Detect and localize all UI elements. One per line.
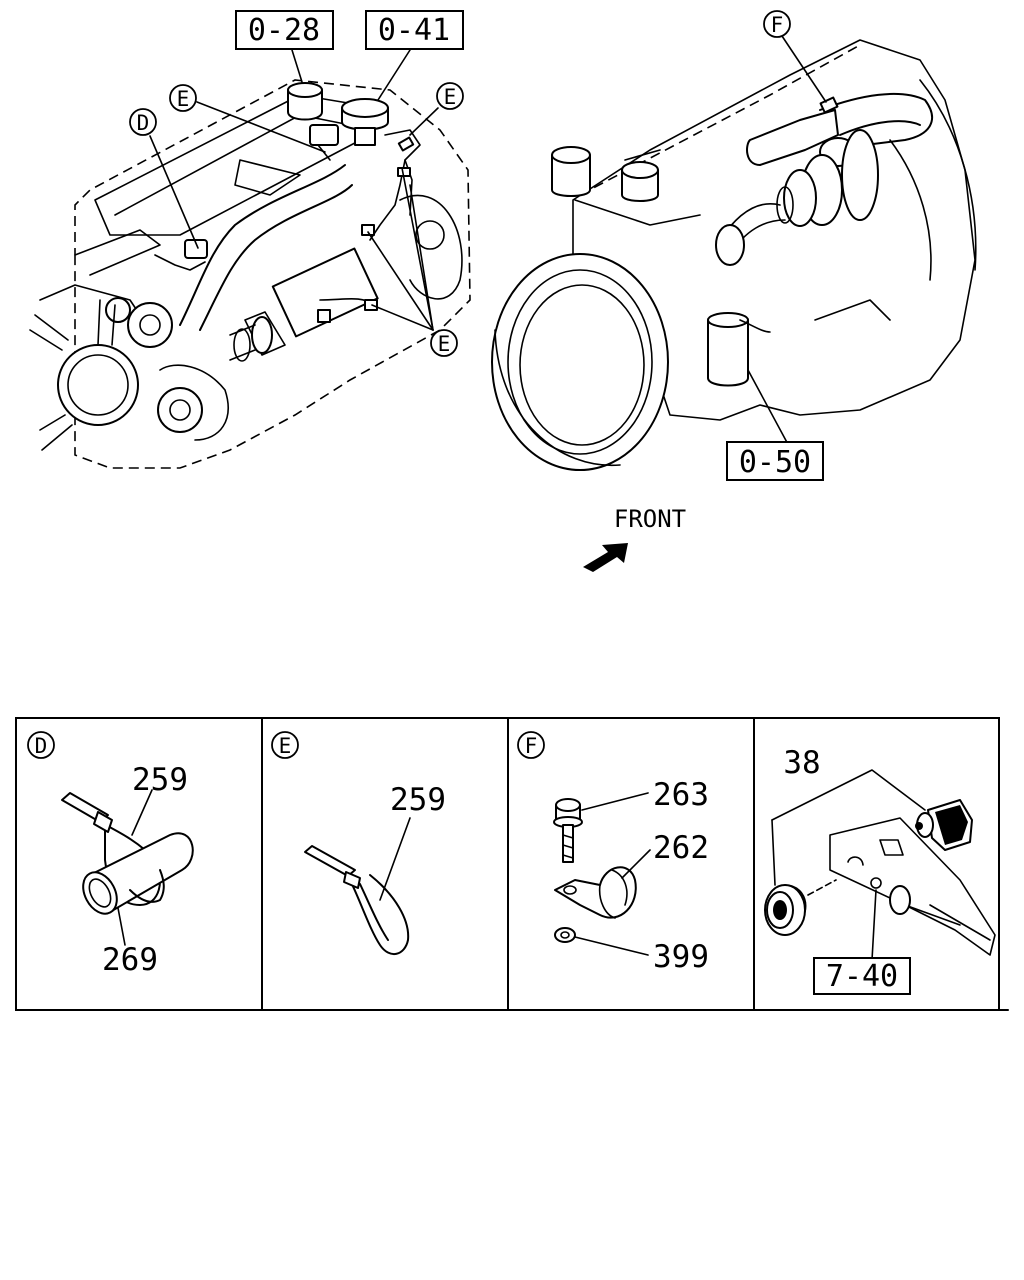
svg-text:E: E — [444, 85, 457, 109]
svg-text:0-50: 0-50 — [739, 445, 811, 480]
svg-text:7-40: 7-40 — [826, 959, 898, 994]
svg-text:F: F — [525, 734, 538, 758]
front-direction: FRONT — [583, 505, 686, 572]
marker-d-engine[interactable]: D — [129, 108, 157, 136]
left-engine-drawing — [29, 79, 471, 469]
svg-text:E: E — [279, 734, 292, 758]
panel-d-marker[interactable]: D — [27, 731, 55, 759]
svg-text:E: E — [438, 332, 451, 356]
marker-f-engine[interactable]: F — [763, 10, 791, 38]
svg-text:F: F — [771, 13, 784, 37]
svg-text:0-28: 0-28 — [248, 13, 320, 48]
svg-text:E: E — [177, 87, 190, 111]
part-399[interactable]: 399 — [653, 939, 709, 975]
ref-box-0-28[interactable]: 0-28 — [235, 10, 334, 50]
panel-sensor: 38 7-40 — [764, 745, 996, 995]
marker-e-top-left[interactable]: E — [169, 84, 197, 112]
part-263[interactable]: 263 — [653, 777, 709, 813]
panel-d: D 259 269 — [27, 731, 194, 978]
right-engine-leaders — [747, 35, 827, 449]
svg-text:D: D — [137, 111, 150, 135]
panel-e-marker[interactable]: E — [271, 731, 299, 759]
part-269[interactable]: 269 — [102, 942, 158, 978]
right-engine-drawing — [491, 39, 977, 471]
panel-e: E 259 — [271, 731, 446, 955]
part-259-d[interactable]: 259 — [132, 762, 188, 798]
front-label: FRONT — [614, 505, 686, 533]
svg-text:D: D — [35, 734, 48, 758]
part-259-e[interactable]: 259 — [390, 782, 446, 818]
left-engine-leaders — [149, 49, 439, 331]
marker-e-lower[interactable]: E — [430, 329, 458, 357]
ref-box-0-50[interactable]: 0-50 — [726, 441, 824, 481]
part-262[interactable]: 262 — [653, 830, 709, 866]
front-arrow-icon — [583, 543, 628, 572]
ref-box-7-40[interactable]: 7-40 — [813, 957, 911, 995]
svg-text:0-41: 0-41 — [378, 13, 450, 48]
ref-box-0-41[interactable]: 0-41 — [365, 10, 464, 50]
panel-f: F 263 262 399 — [517, 731, 709, 975]
part-38[interactable]: 38 — [783, 745, 820, 781]
marker-e-top-right[interactable]: E — [436, 82, 464, 110]
panel-f-marker[interactable]: F — [517, 731, 545, 759]
